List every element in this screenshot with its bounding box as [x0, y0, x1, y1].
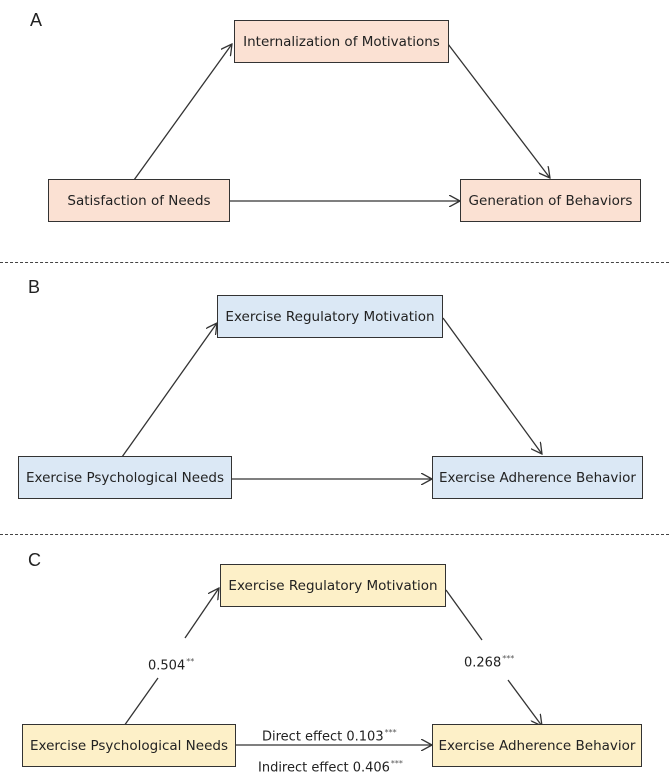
arrow-b-mediator-to-outcome	[442, 317, 542, 454]
arrow-c-mediator-to-outcome-upper	[445, 589, 483, 641]
indirect-effect-label: Indirect effect 0.406***	[258, 756, 403, 776]
box-a-outcome: Generation of Behaviors	[460, 179, 641, 222]
panel-label-a: A	[30, 10, 43, 30]
direct-effect-text: Direct effect 0.103	[262, 729, 384, 745]
arrow-a-mediator-to-outcome	[447, 43, 550, 178]
path-a-coefficient: 0.504**	[148, 654, 195, 675]
path-b-significance: ***	[502, 654, 515, 663]
path-b-value: 0.268	[464, 655, 502, 671]
separator-2	[0, 534, 669, 535]
box-c-mediator: Exercise Regulatory Motivation	[220, 564, 446, 607]
box-a-mediator: Internalization of Motivations	[234, 20, 449, 63]
direct-effect-label: Direct effect 0.103***	[262, 725, 397, 745]
separator-1	[0, 262, 669, 263]
box-c-outcome: Exercise Adherence Behavior	[432, 724, 642, 767]
box-b-outcome: Exercise Adherence Behavior	[432, 456, 643, 499]
arrow-c-predictor-to-mediator-upper	[184, 588, 219, 639]
path-a-value: 0.504	[148, 658, 186, 674]
panel-label-c: C	[28, 550, 41, 570]
box-b-predictor: Exercise Psychological Needs	[18, 456, 232, 499]
box-c-predictor: Exercise Psychological Needs	[22, 724, 236, 767]
indirect-effect-text: Indirect effect 0.406	[258, 760, 390, 776]
arrow-b-predictor-to-mediator	[121, 323, 217, 458]
arrow-a-predictor-to-mediator	[133, 44, 232, 181]
arrow-c-predictor-to-mediator-lower	[123, 677, 159, 727]
arrow-c-mediator-to-outcome-lower	[507, 679, 542, 726]
panel-label-b: B	[28, 277, 41, 297]
indirect-effect-significance: ***	[390, 759, 403, 768]
direct-effect-significance: ***	[384, 728, 397, 737]
box-a-predictor: Satisfaction of Needs	[48, 179, 230, 222]
box-b-mediator: Exercise Regulatory Motivation	[217, 295, 443, 338]
path-b-coefficient: 0.268***	[464, 651, 515, 672]
path-a-significance: **	[186, 657, 195, 666]
